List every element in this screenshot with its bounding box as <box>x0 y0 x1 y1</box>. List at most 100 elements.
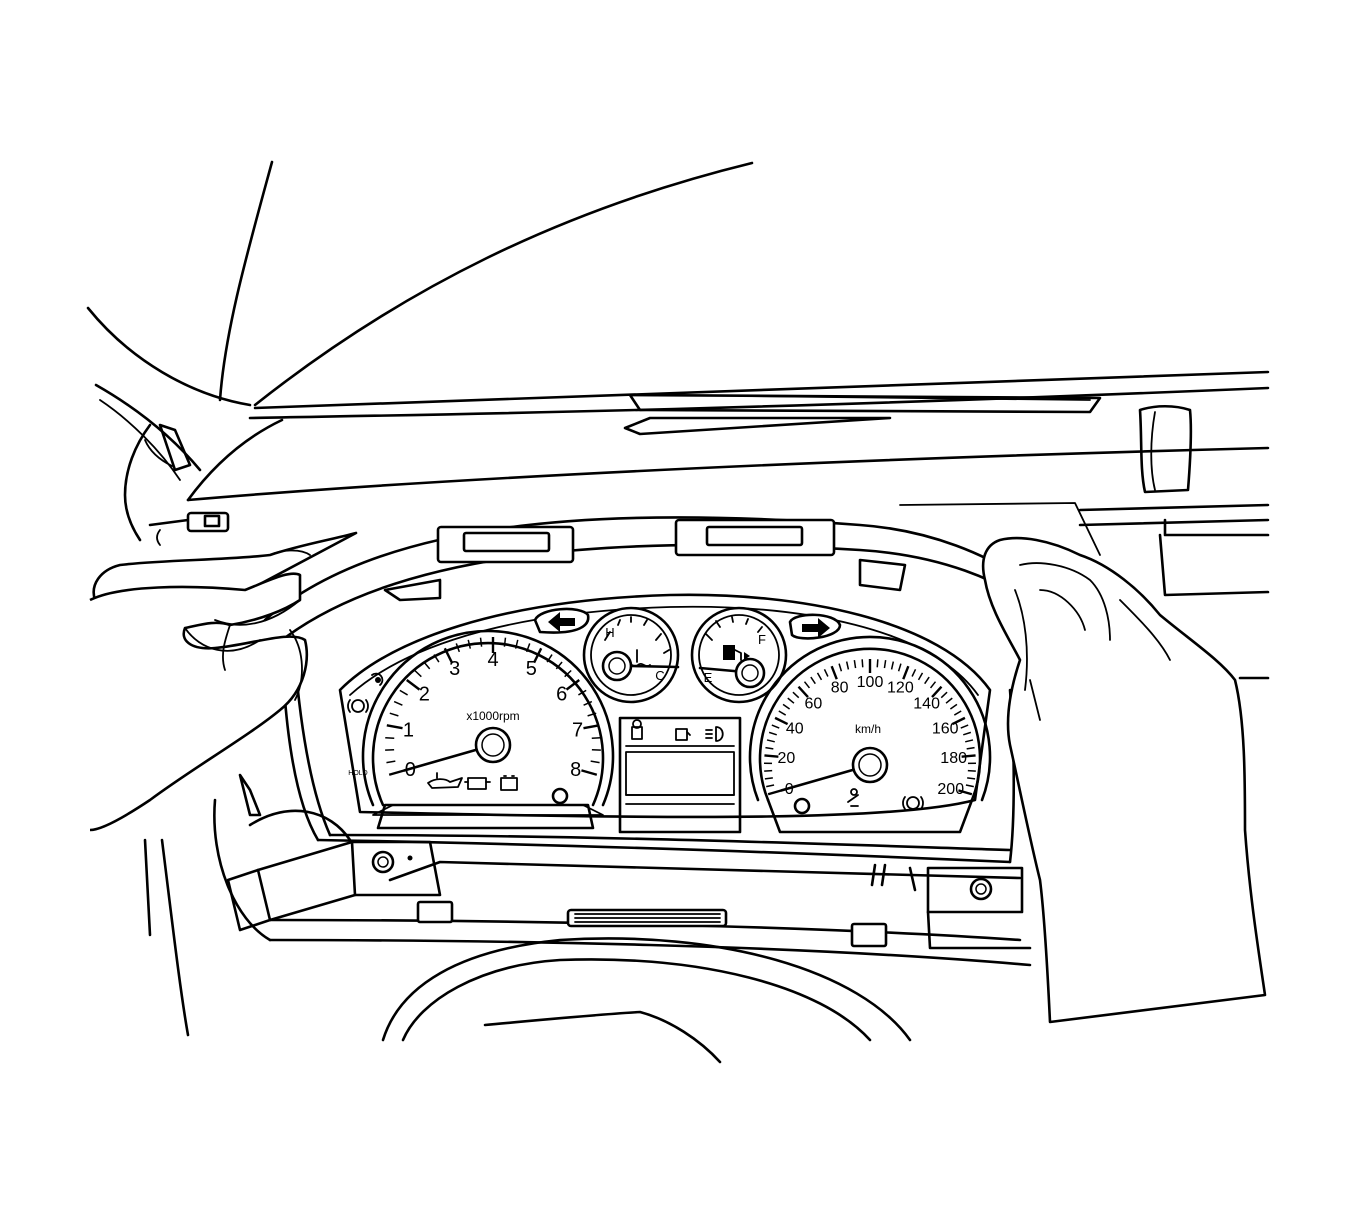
speedometer-tick <box>967 748 975 749</box>
speedometer-hub <box>853 748 887 782</box>
speedometer-tick <box>963 732 971 734</box>
speedometer-tick <box>862 659 863 667</box>
speedometer-tick <box>832 666 837 679</box>
left-turn-arrow-icon <box>535 609 588 633</box>
tachometer-label: 7 <box>572 720 583 742</box>
speedometer-tick <box>767 740 775 742</box>
tachometer-reset-knob <box>553 789 567 803</box>
tachometer-tick <box>387 725 403 728</box>
tachometer-label: 3 <box>449 658 460 680</box>
speedometer-tick <box>764 755 778 756</box>
tachometer-label: 5 <box>526 658 537 680</box>
hold-label: HOLD <box>348 770 367 777</box>
speedometer-tick <box>847 662 849 670</box>
speedometer-tick <box>892 662 894 670</box>
tachometer-tick <box>424 662 430 669</box>
speedometer-tick <box>966 785 974 787</box>
speedometer-tick <box>811 677 815 684</box>
speedometer-tick <box>903 666 908 679</box>
speedometer-label: 180 <box>940 750 967 767</box>
speedometer-tick <box>954 711 961 715</box>
speedometer-tick <box>765 778 773 779</box>
speedometer-tick <box>941 692 947 697</box>
right-hand <box>983 538 1265 1022</box>
tachometer-hub <box>476 728 510 762</box>
tachometer-tick <box>592 738 601 739</box>
fuel-full-label: F <box>758 632 766 647</box>
speedometer-label: 40 <box>786 720 804 737</box>
speedometer-tick <box>839 664 841 672</box>
tachometer-tick <box>481 638 482 647</box>
speedometer-tick <box>912 669 915 676</box>
speedometer-tick <box>805 682 810 688</box>
speedometer-label: 120 <box>887 679 914 696</box>
speedometer-tick <box>877 659 878 667</box>
high-beam-icon <box>706 727 723 741</box>
fuel-warning-icon <box>676 729 690 740</box>
temperature-needle <box>631 666 678 667</box>
temperature-low-label: C <box>655 668 664 683</box>
lower-dash <box>145 775 1030 1035</box>
fuel-hub <box>736 659 764 687</box>
tachometer-label: 6 <box>556 683 567 705</box>
temperature-high-label: H <box>605 625 614 640</box>
speedometer-tick <box>899 664 901 672</box>
speedometer-tick <box>854 660 855 668</box>
left-hand <box>90 533 356 830</box>
steering-wheel-rim <box>383 938 910 1062</box>
speedometer-tick <box>925 677 929 684</box>
speedometer-tick <box>818 673 822 680</box>
engine-check-icon <box>465 778 490 789</box>
speedometer-label: 140 <box>913 696 940 713</box>
speedometer-tick <box>783 704 790 709</box>
tachometer-label: 1 <box>403 720 414 742</box>
speedometer-label: 80 <box>831 679 849 696</box>
speedometer-tick <box>779 711 786 715</box>
tachometer-tick <box>504 638 505 647</box>
fuel-empty-label: E <box>704 670 713 685</box>
speedometer-label: 20 <box>777 750 795 767</box>
speedometer-tick <box>965 740 973 742</box>
speedometer-tick <box>788 698 794 703</box>
speedometer-tick <box>919 673 923 680</box>
speedometer-tick <box>946 698 952 703</box>
tachometer-tick <box>389 770 404 774</box>
speedometer-label: 200 <box>937 781 964 798</box>
center-display <box>620 718 740 832</box>
speedometer-tick <box>950 704 957 709</box>
speedometer-tick <box>769 732 777 734</box>
brake-warning-icon <box>348 700 368 712</box>
temperature-gauge: H C <box>584 608 678 702</box>
door-lock-icon <box>632 720 642 739</box>
speedometer-label: 100 <box>857 674 884 691</box>
speedometer-tick <box>967 778 975 779</box>
oil-pressure-icon <box>428 773 462 788</box>
tachometer-tick <box>394 702 402 706</box>
trip-reset-knob <box>795 799 809 813</box>
tachometer-tick <box>407 680 420 690</box>
speedometer-tick <box>793 692 799 697</box>
tachometer-label: 4 <box>487 649 498 671</box>
tachometer-tick <box>583 725 599 728</box>
speedometer-label: 60 <box>804 696 822 713</box>
tachometer-unit: x1000rpm <box>466 709 519 723</box>
speedometer-tick <box>768 790 781 794</box>
speedometer-tick <box>766 785 774 787</box>
tachometer-tick <box>400 690 408 695</box>
tachometer-tick <box>581 770 596 774</box>
speedometer-label: 160 <box>932 720 959 737</box>
tachometer-tick <box>468 640 470 649</box>
speedometer-unit: km/h <box>855 722 881 736</box>
speedometer-tick <box>824 669 827 676</box>
speedometer-tick <box>961 725 968 728</box>
temperature-hub <box>603 652 631 680</box>
tachometer-tick <box>386 761 395 762</box>
speedometer-tick <box>884 660 885 668</box>
tachometer-label: 8 <box>570 759 581 781</box>
tachometer-tick <box>591 761 600 762</box>
